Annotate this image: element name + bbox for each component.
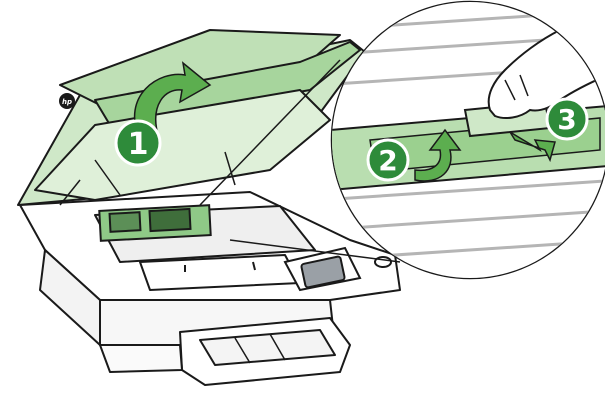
- step-3-badge: 3: [547, 99, 587, 139]
- hp-logo: hp: [59, 93, 75, 109]
- step-3-number: 3: [557, 103, 576, 136]
- step-1-number: 1: [128, 127, 149, 162]
- step-1-badge: 1: [116, 121, 160, 165]
- cartridge-carriage: [99, 205, 210, 241]
- step-2-badge: 2: [368, 140, 408, 180]
- scanner-lid: [18, 30, 365, 205]
- step-2-number: 2: [378, 144, 397, 177]
- svg-text:hp: hp: [62, 98, 72, 106]
